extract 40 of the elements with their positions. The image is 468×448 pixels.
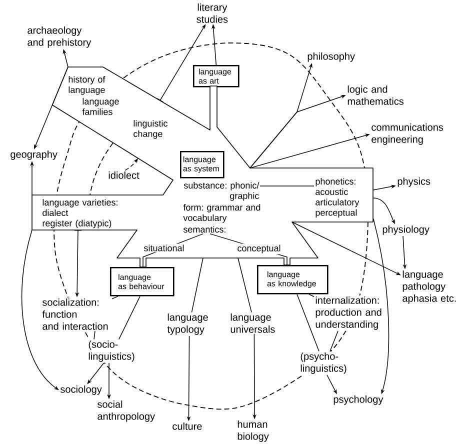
text-label: linguistic change: [134, 120, 168, 139]
connector-line: [238, 258, 252, 313]
text-label: language varieties: dialect register (diatypic): [42, 199, 118, 228]
text-label: language typology: [167, 313, 208, 335]
connector-line: [118, 296, 140, 340]
edge-label: conceptual: [236, 244, 282, 254]
text-label: internalization: production and understanding: [314, 296, 386, 331]
text-label: physiology: [382, 226, 430, 235]
text-label: language universals: [230, 313, 275, 333]
connector-line: [191, 258, 204, 313]
text-label: language pathology aphasia etc.: [402, 270, 456, 304]
text-label: socialization: function and interaction: [41, 298, 112, 331]
text-label: philosophy: [308, 52, 355, 62]
edge-label: situational: [142, 244, 186, 252]
connector-line: [112, 296, 118, 300]
text-box: language as system: [180, 151, 224, 178]
text-label: logic and mathematics: [348, 86, 404, 105]
connector-line: [308, 294, 314, 297]
text-label: phonetics: acoustic articulatory perceptual: [316, 178, 360, 218]
text-label: culture: [172, 422, 202, 430]
text-label: physics: [398, 178, 430, 187]
text-label: semantics:: [183, 226, 226, 233]
connector-line: [296, 294, 320, 352]
text-label: psychology: [334, 395, 384, 405]
text-label: (socio- linguistics): [87, 340, 139, 363]
text-label: literary studies: [196, 4, 228, 23]
text-label: geography: [10, 150, 58, 160]
text-label: sociology: [60, 385, 102, 395]
text-box: language as behaviour: [110, 267, 174, 296]
text-label: human biology: [238, 420, 269, 442]
text-label: archaeology and prehistory: [28, 26, 92, 48]
text-label: social anthropology: [97, 400, 155, 422]
text-label: communications engineering: [372, 124, 444, 145]
text-box: language as knowledge: [257, 265, 328, 294]
text-box: language as art: [193, 65, 240, 88]
connector-line: [94, 330, 96, 340]
text-label: (psycho- linguistics): [299, 352, 351, 375]
text-label: language families: [82, 98, 119, 115]
connector-line: [330, 330, 338, 352]
text-label: idiolect: [108, 172, 140, 179]
